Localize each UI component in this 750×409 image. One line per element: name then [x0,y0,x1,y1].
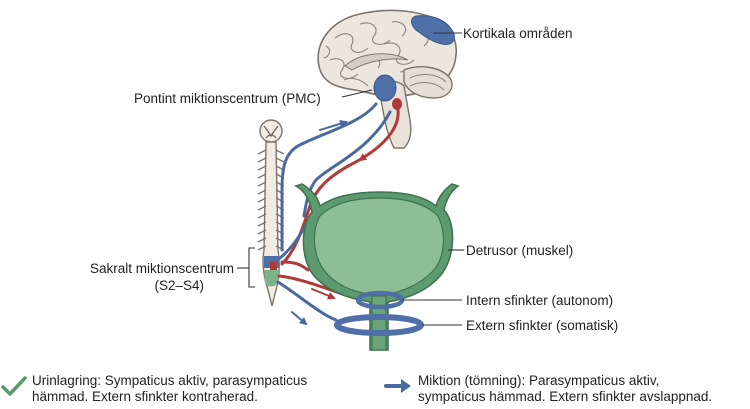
check-icon [1,376,27,396]
label-sacral-line1: Sakralt miktionscentrum [90,261,235,276]
arrow-sphincter-red [311,288,336,300]
legend-voiding-line1: Miktion (tömning): Parasympaticus aktiv, [418,373,660,388]
label-sacral: Sakralt miktionscentrum (S2–S4) [90,260,234,294]
arrow-sphincter-blue [291,311,308,326]
spinal-cord [237,119,285,307]
external-sphincter [334,314,424,336]
pmc-nucleus [373,74,397,102]
label-external-sphincter: Extern sfinkter (somatisk) [466,318,619,333]
sacral-center-red [270,262,277,270]
label-detrusor: Detrusor (muskel) [466,243,574,258]
label-sacral-line2: (S2–S4) [154,278,204,293]
label-internal-sphincter: Intern sfinkter (autonom) [466,293,614,308]
arrow-ascending-red [358,145,381,162]
label-pmc: Pontint miktionscentrum (PMC) [134,91,321,106]
legend-voiding-line2: sympaticus hämmad. Extern sfinkter avsla… [418,389,713,404]
arrow-right-icon [384,379,411,393]
bladder [293,183,460,351]
label-cortex: Kortikala områden [463,26,573,41]
cortex-region [411,15,455,45]
arrow-descending-blue [319,119,348,131]
legend-storage-line1: Urinlagring: Sympaticus aktiv, parasympa… [32,373,308,388]
legend-storage-line2: hämmad. Extern sfinkter kontraherad. [32,389,258,404]
brain [317,9,457,149]
